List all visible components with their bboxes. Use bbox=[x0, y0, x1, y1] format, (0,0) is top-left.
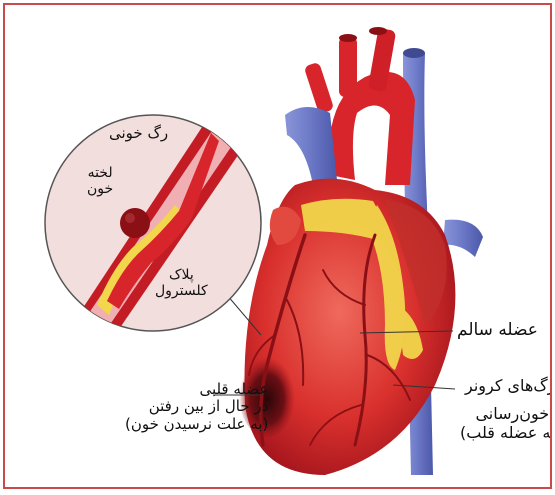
label-healthy-muscle: عضله سالم bbox=[457, 321, 538, 341]
diagram-frame: رگ خونی لخته خون پلاک کلسترول عضله سالم … bbox=[3, 3, 552, 489]
healthy-muscle-text: عضله سالم bbox=[457, 320, 538, 340]
blood-clot-line1: لخته bbox=[87, 165, 113, 181]
plaque-line2: کلسترول bbox=[155, 283, 208, 299]
label-plaque: پلاک کلسترول bbox=[155, 267, 208, 299]
magnifier-circle bbox=[45, 115, 261, 335]
blood-vessel-text: رگ خونی bbox=[109, 124, 168, 142]
dying-line2: در حال از بین رفتن bbox=[125, 398, 268, 415]
label-coronary-arteries: رگ‌های کرونر (خون‌رسانی به عضله قلب) bbox=[460, 377, 552, 442]
label-blood-vessel: رگ خونی bbox=[109, 125, 168, 142]
blood-clot-line2: خون bbox=[87, 181, 113, 197]
plaque-line1: پلاک bbox=[155, 267, 208, 283]
coronary-line1: رگ‌های کرونر bbox=[460, 377, 552, 395]
label-dying-muscle: عضله قلبی در حال از بین رفتن (به علت نرس… bbox=[125, 381, 268, 433]
dying-line1: عضله قلبی bbox=[125, 381, 268, 398]
label-blood-clot: لخته خون bbox=[87, 165, 113, 197]
coronary-line3: به عضله قلب) bbox=[460, 424, 552, 442]
coronary-line2: (خون‌رسانی bbox=[460, 405, 552, 423]
dying-line3: (به علت نرسیدن خون) bbox=[125, 416, 268, 433]
